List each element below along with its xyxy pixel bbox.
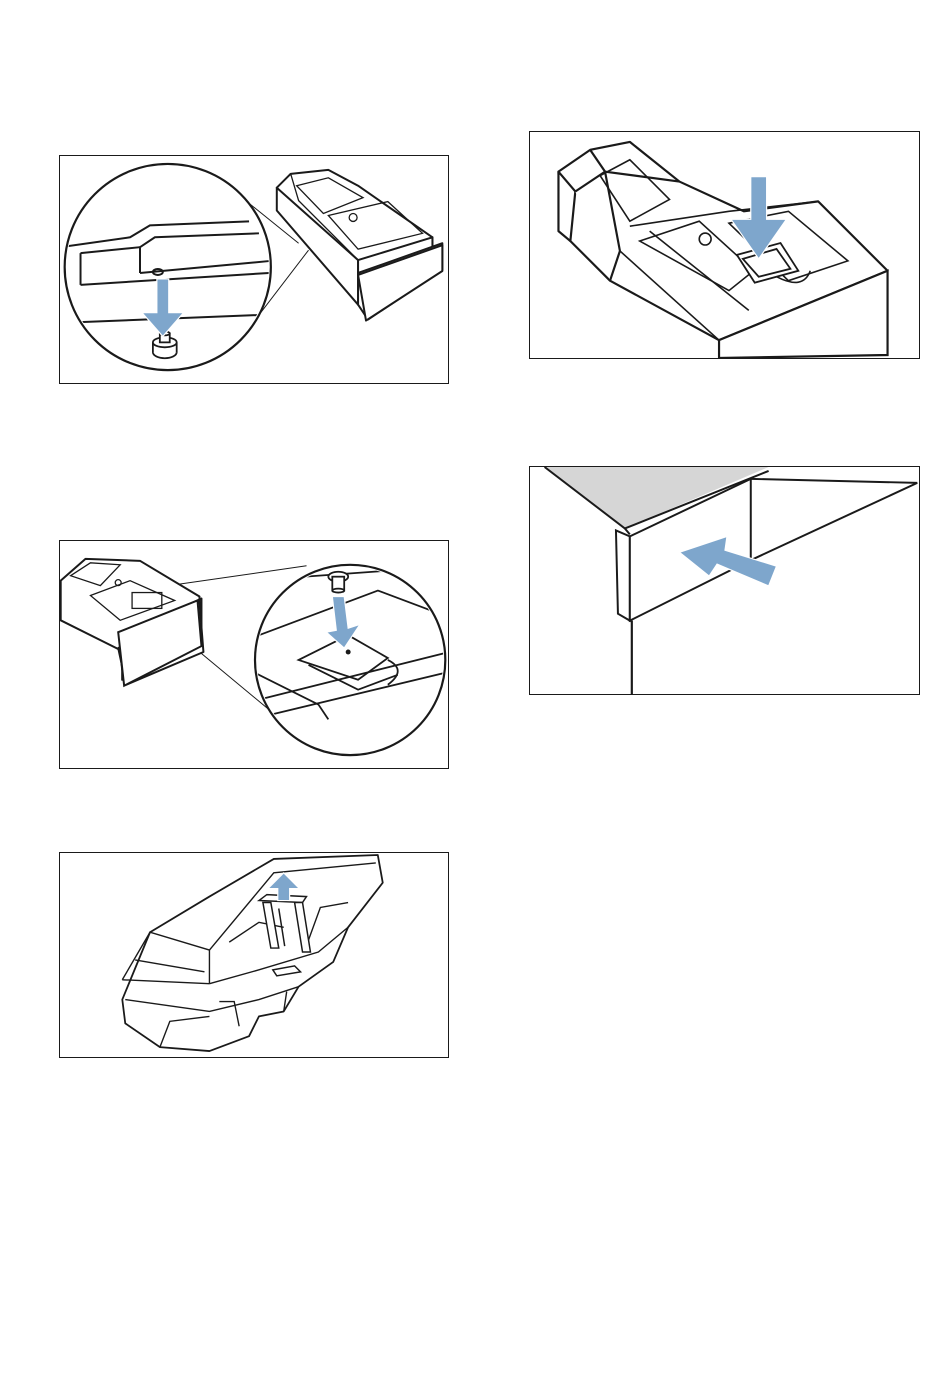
remove-siphon-cap-illustration — [60, 156, 448, 383]
figure-push-drawer — [529, 466, 920, 695]
figure-remove-cap — [59, 155, 449, 384]
figure-insert-cap — [59, 540, 449, 769]
press-insert-illustration — [530, 132, 919, 358]
insert-siphon-cap-illustration — [60, 541, 448, 768]
lift-insert-illustration — [60, 853, 448, 1057]
figure-lift-insert — [59, 852, 449, 1058]
push-drawer-in-illustration — [530, 467, 919, 694]
figure-press-insert — [529, 131, 920, 359]
